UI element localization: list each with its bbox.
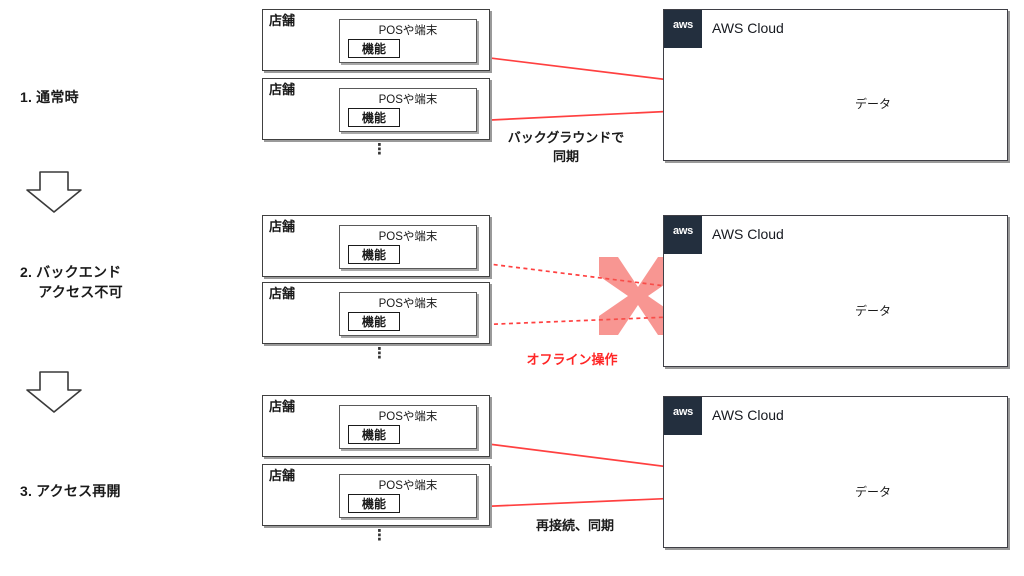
store-title: 店舗 [269,286,296,301]
step-label-1: 1. 通常時 [20,89,79,105]
pos-title: POSや端末 [378,480,438,492]
caption-reconnect-sync: 再接続、同期 [535,518,614,533]
aws-cloud-title: AWS Cloud [712,226,784,242]
aws-cloud-box-2: aws AWS Cloud [663,215,1008,367]
store-title: 店舗 [269,219,296,234]
caption-background-sync: バックグラウンドで 同期 [507,130,625,164]
store-box-3-1: 店舗 POSや端末 機能 [262,395,490,457]
function-box: 機能 [348,312,400,331]
step-down-arrow-2 [26,371,82,413]
store-box-3-2: 店舗 POSや端末 機能 [262,464,490,526]
caption-offline-operation: オフライン操作 [526,352,618,367]
step-label-3: 3. アクセス再開 [20,483,121,499]
function-box: 機能 [348,108,400,127]
store-box-1-2: 店舗 POSや端末 機能 [262,78,490,140]
pos-title: POSや端末 [378,411,438,423]
store-title: 店舗 [269,468,296,483]
pos-box: POSや端末 機能 [339,292,477,336]
pos-title: POSや端末 [378,25,438,37]
pos-title: POSや端末 [378,94,438,106]
function-box: 機能 [348,494,400,513]
aws-badge-text: aws [673,225,693,237]
aws-logo-icon: aws [664,216,702,254]
cloud-db-label-2: データ [854,304,891,318]
aws-cloud-box-3: aws AWS Cloud [663,396,1008,548]
cloud-db-label-3: データ [854,485,891,499]
pos-box: POSや端末 機能 [339,19,477,63]
store-more-indicator: ⋮ [372,527,387,544]
store-title: 店舗 [269,82,296,97]
store-more-indicator: ⋮ [372,345,387,362]
aws-cloud-title: AWS Cloud [712,20,784,36]
store-title: 店舗 [269,399,296,414]
cloud-db-label-1: データ [854,97,891,111]
function-box: 機能 [348,425,400,444]
store-box-2-2: 店舗 POSや端末 機能 [262,282,490,344]
aws-badge-text: aws [673,19,693,31]
aws-cloud-box-1: aws AWS Cloud [663,9,1008,161]
aws-logo-icon: aws [664,397,702,435]
pos-box: POSや端末 機能 [339,405,477,449]
function-box: 機能 [348,245,400,264]
store-box-1-1: 店舗 POSや端末 機能 [262,9,490,71]
pos-title: POSや端末 [378,298,438,310]
step-down-arrow-1 [26,171,82,213]
pos-title: POSや端末 [378,231,438,243]
store-box-2-1: 店舗 POSや端末 機能 [262,215,490,277]
step-label-2: 2. バックエンド アクセス不可 [20,264,123,300]
function-box: 機能 [348,39,400,58]
pos-box: POSや端末 機能 [339,88,477,132]
aws-badge-text: aws [673,406,693,418]
aws-logo-icon: aws [664,10,702,48]
pos-box: POSや端末 機能 [339,474,477,518]
aws-cloud-title: AWS Cloud [712,407,784,423]
store-title: 店舗 [269,13,296,28]
pos-box: POSや端末 機能 [339,225,477,269]
store-more-indicator: ⋮ [372,141,387,158]
